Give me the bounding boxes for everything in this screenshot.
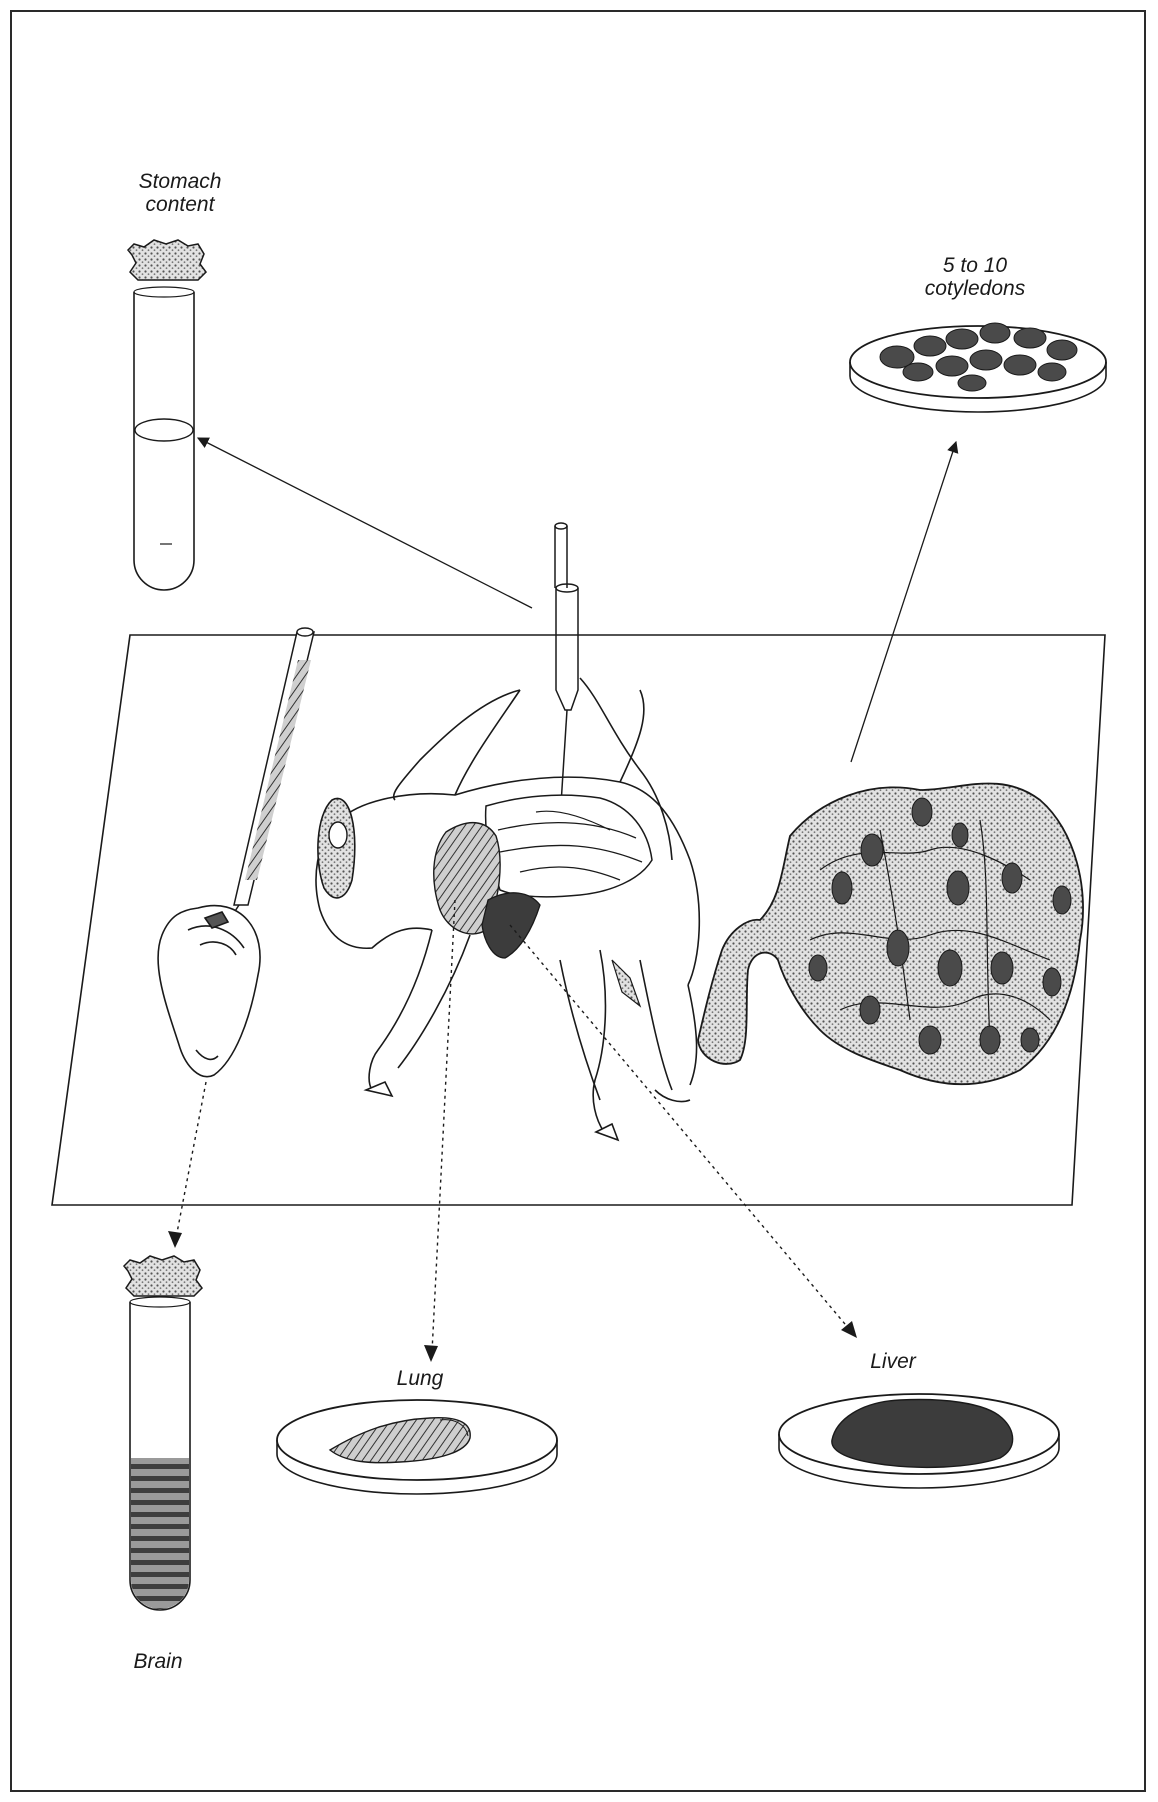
arrow-to-stomach-content — [198, 438, 532, 608]
fetus-eye — [329, 822, 347, 848]
brain-label: Brain — [108, 1650, 208, 1673]
cotyledons-label-line2: cotyledons — [900, 277, 1050, 300]
arrow-to-cotyledons — [851, 442, 956, 762]
stomach-label-line1: Stomach — [110, 170, 250, 193]
arrowhead-lung — [424, 1345, 438, 1362]
fetal-head — [158, 906, 260, 1077]
abdominal-cavity — [434, 795, 652, 1006]
arrow-to-brain — [176, 1082, 206, 1238]
cotyledons-label-line1: 5 to 10 — [900, 254, 1050, 277]
stomach-label-line2: content — [110, 193, 250, 216]
arrowhead-liver — [841, 1321, 857, 1338]
arrowhead-brain — [168, 1231, 182, 1248]
lung-label: Lung — [370, 1367, 470, 1390]
brain-tube — [124, 1256, 202, 1610]
stomach-pipette — [555, 523, 578, 820]
liver-label: Liver — [843, 1350, 943, 1373]
lung-dish — [277, 1400, 557, 1494]
cotyledons-label: 5 to 10 cotyledons — [900, 254, 1050, 300]
stomach-content-label: Stomach content — [110, 170, 250, 216]
brain-pipette — [228, 628, 314, 922]
cotyledons-dish — [850, 323, 1106, 412]
arrow-to-lung — [432, 900, 455, 1352]
placenta — [698, 783, 1083, 1084]
stomach-content-tube — [128, 240, 206, 590]
liver-dish — [779, 1394, 1059, 1488]
